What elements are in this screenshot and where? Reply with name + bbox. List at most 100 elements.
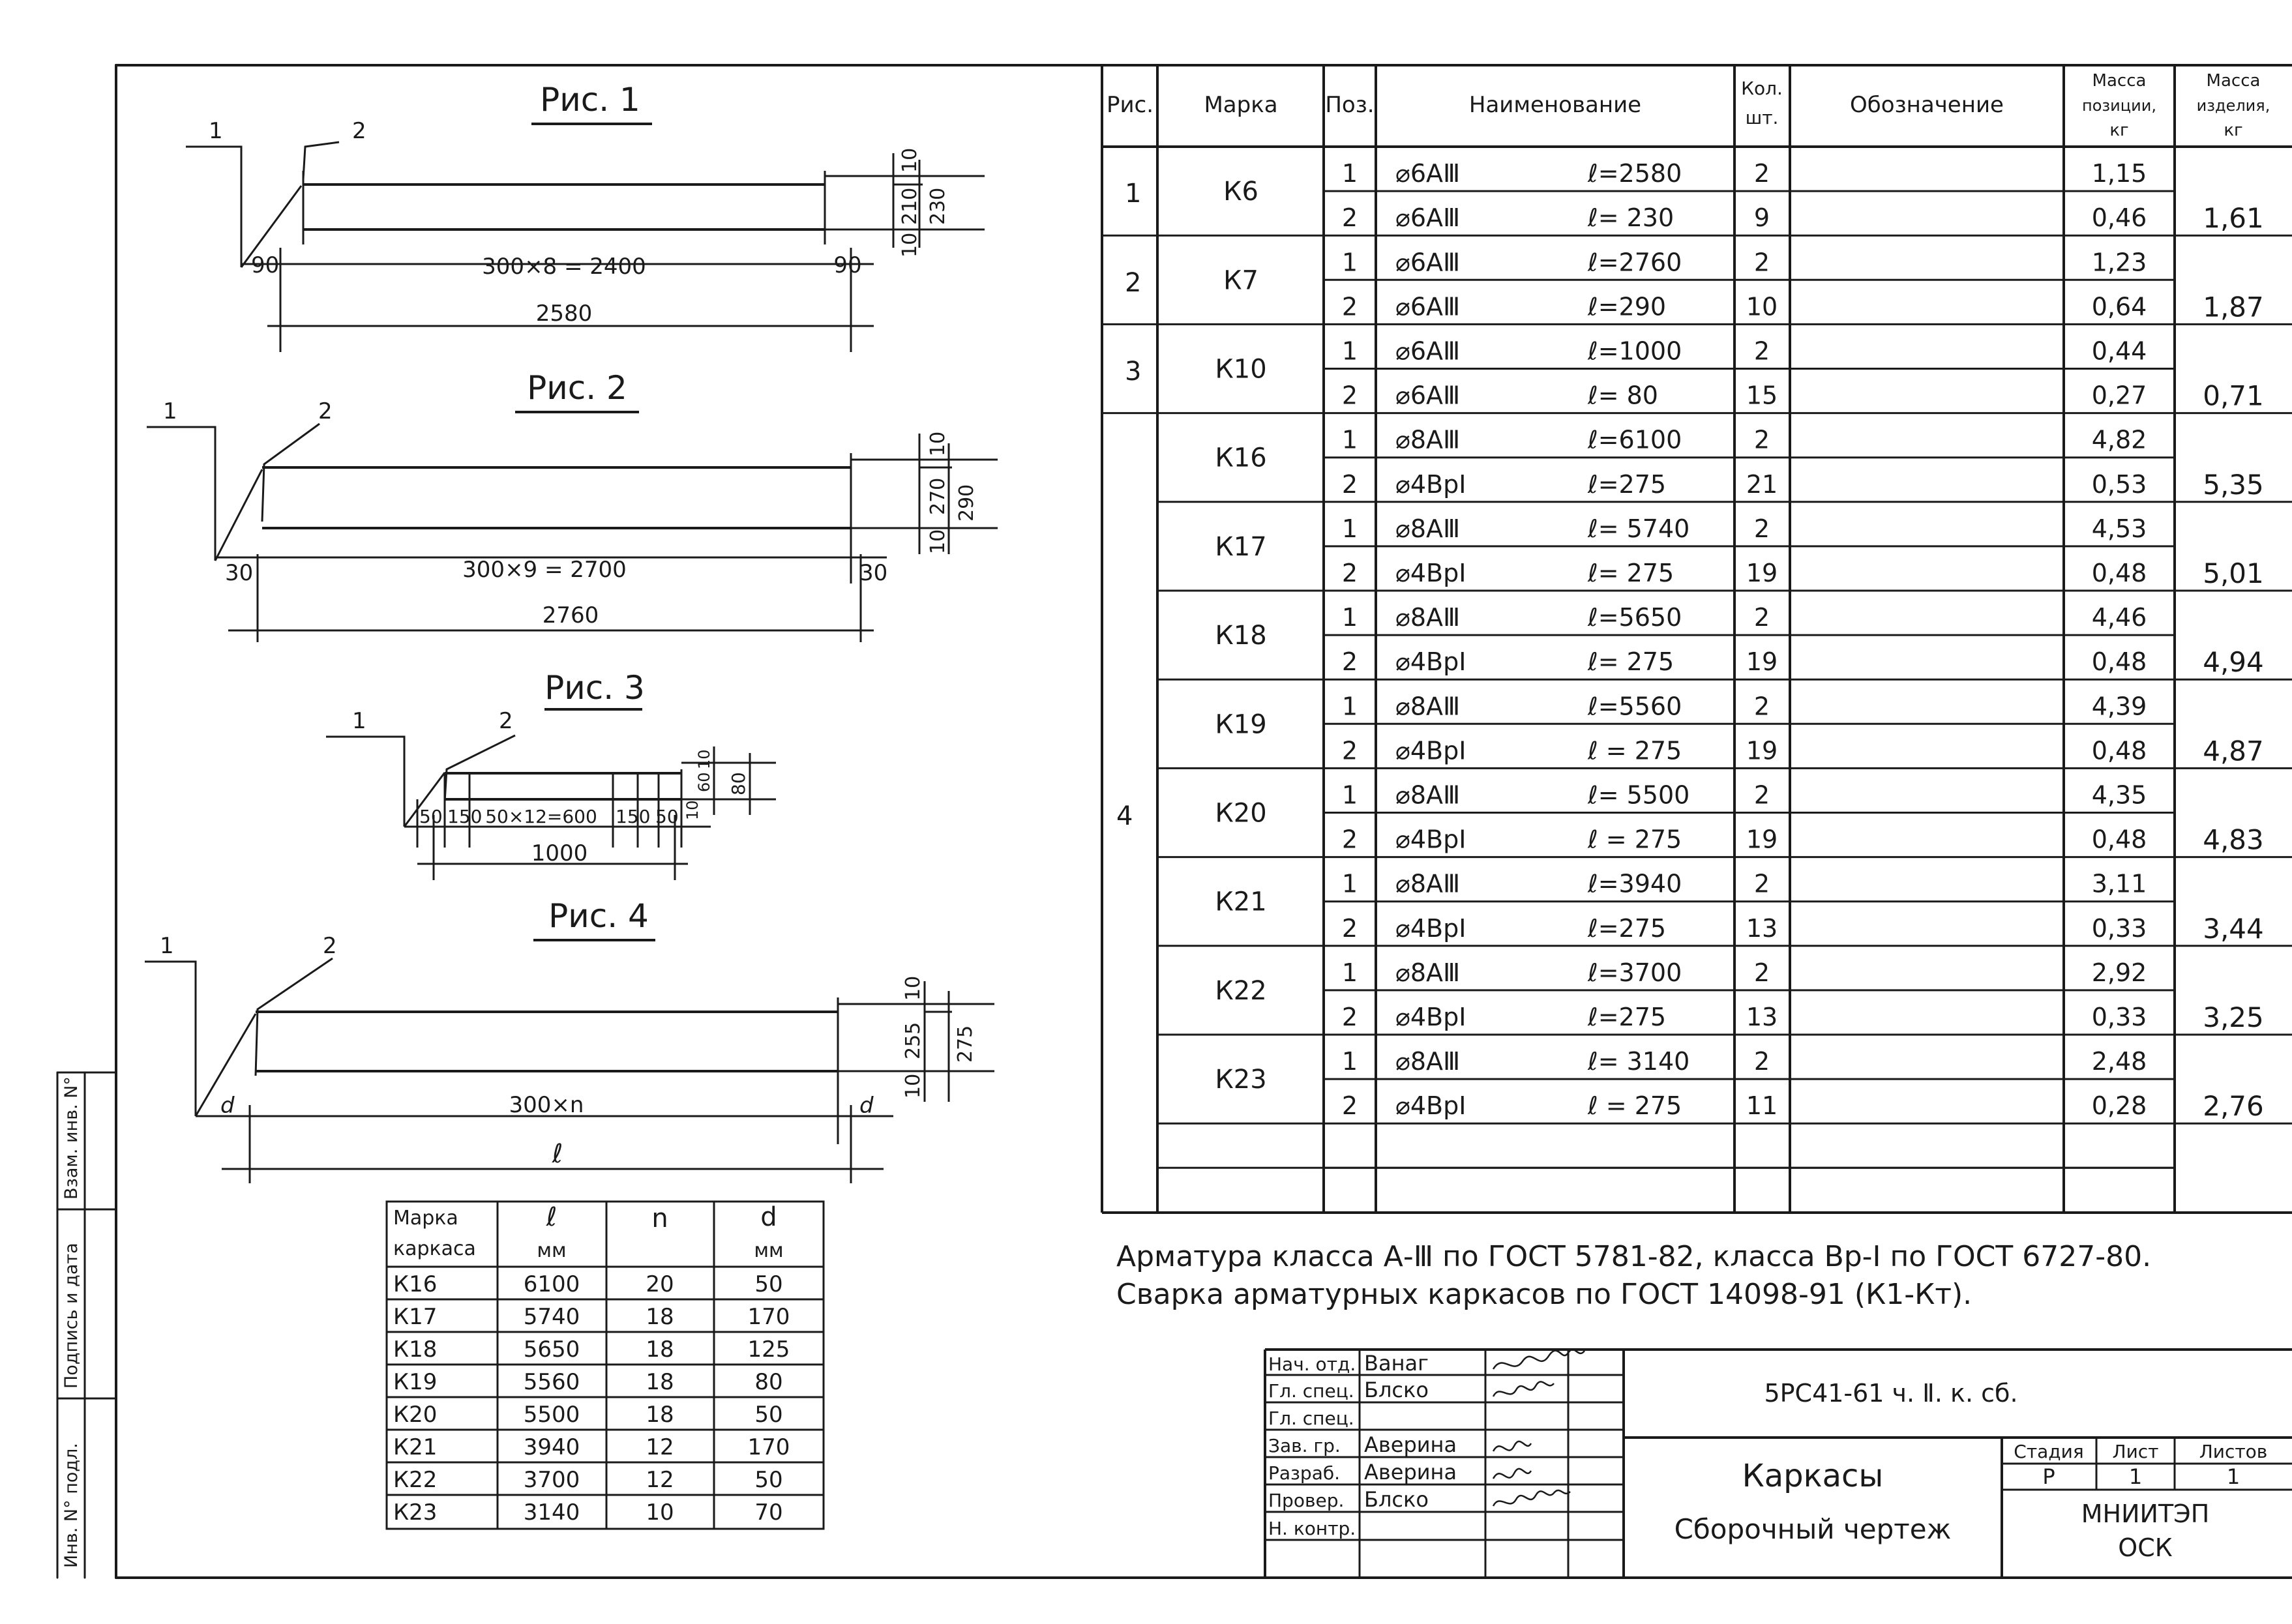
leader-1-label: 1	[163, 398, 177, 424]
fig-label-2: 2	[1125, 268, 1141, 298]
cell-bar: ⌀4ВрⅠ	[1395, 825, 1466, 854]
cell-item-mass: 4,94	[2203, 646, 2264, 678]
header-fig: Рис.	[1107, 92, 1153, 118]
cell-length: ℓ= 80	[1587, 381, 1658, 410]
role-7: Н. контр.	[1268, 1518, 1356, 1539]
cell-bar: ⌀4ВрⅠ	[1395, 647, 1466, 676]
header-mass-item-2: изделия,	[2197, 96, 2270, 115]
dim-v2: 270	[927, 478, 949, 515]
cell-length: ℓ=6100	[1587, 426, 1682, 454]
dim-total: 2760	[543, 602, 599, 628]
cell-length: ℓ= 275	[1587, 559, 1674, 587]
cell-length: ℓ = 275	[1587, 736, 1682, 765]
header-d-unit: мм	[754, 1239, 783, 1262]
cell-pos: 2	[1342, 914, 1358, 943]
cell-pos: 2	[1342, 292, 1358, 321]
cell-mark: К17	[1215, 532, 1266, 562]
leader-1-label: 1	[352, 708, 366, 734]
cell-mass: 0,48	[2092, 825, 2147, 854]
cell-d: 50	[754, 1402, 782, 1428]
figure-title: Рис. 2	[527, 369, 627, 407]
figure-title: Рис. 1	[540, 81, 640, 119]
organization: МНИИТЭП	[2081, 1499, 2210, 1528]
cell-pos: 1	[1342, 426, 1358, 454]
figure-2: Рис. 2 1 2 30 300×9 = 2700 30 2760	[147, 369, 998, 642]
cell-pos: 2	[1342, 1091, 1358, 1120]
cell-bar: ⌀4ВрⅠ	[1395, 736, 1466, 765]
cell-item-mass: 3,25	[2203, 1001, 2264, 1033]
cell-bar: ⌀8АⅢ	[1395, 603, 1460, 632]
dim-v3: 10	[902, 1074, 925, 1099]
cell-mass: 4,46	[2092, 603, 2147, 632]
cell-d: 50	[754, 1271, 782, 1297]
dim-left: 90	[251, 252, 279, 278]
cell-mark: К18	[1215, 621, 1266, 651]
role-3: Гл. спец.	[1268, 1408, 1354, 1429]
cell-item-mass: 3,44	[2203, 913, 2264, 945]
cell-pos: 1	[1342, 603, 1358, 632]
dim-v3: 10	[899, 233, 921, 258]
stage-value: Р	[2042, 1464, 2055, 1489]
cell-length: 5500	[524, 1402, 580, 1428]
header-mass-item-3: кг	[2224, 121, 2242, 140]
signature-4	[1492, 1468, 1532, 1479]
cell-qty: 13	[1746, 914, 1778, 943]
dim-d4: 150	[616, 806, 650, 827]
cell-mass: 1,15	[2092, 159, 2147, 188]
cell-bar: ⌀8АⅢ	[1395, 514, 1460, 543]
figure-1: Рис. 1 1 2 90 300×8 = 2400 90	[186, 81, 985, 352]
header-pos: Поз.	[1325, 92, 1374, 118]
dim-v-total: 290	[955, 484, 978, 522]
name-5: Аверина	[1364, 1460, 1457, 1484]
cell-length: ℓ=1000	[1587, 337, 1682, 366]
cell-pos: 2	[1342, 470, 1358, 499]
cell-length: 3140	[524, 1499, 580, 1526]
stamp-vzam-inv: Взам. инв. N°	[61, 1076, 82, 1200]
stamp-inv-podl: Инв. N° подл.	[61, 1443, 82, 1568]
cell-n: 12	[646, 1467, 674, 1493]
header-qty: Кол.	[1741, 78, 1783, 99]
cell-mass: 0,64	[2092, 292, 2147, 321]
fig-label-3: 3	[1125, 357, 1141, 387]
cell-mass: 4,39	[2092, 692, 2147, 720]
header-designation: Обозначение	[1850, 92, 2004, 118]
cell-bar: ⌀8АⅢ	[1395, 870, 1460, 898]
cell-d: 70	[754, 1499, 782, 1526]
cell-mass: 0,53	[2092, 470, 2147, 499]
cell-bar: ⌀8АⅢ	[1395, 781, 1460, 810]
header-mark: Марка	[393, 1207, 458, 1230]
dim-v3: 10	[683, 800, 702, 820]
dim-v2: 210	[899, 188, 921, 225]
cell-qty: 2	[1754, 159, 1770, 188]
cell-pos: 2	[1342, 647, 1358, 676]
cell-bar: ⌀4ВрⅠ	[1395, 914, 1466, 943]
header-mass-item: Масса	[2207, 71, 2261, 91]
cell-length: ℓ= 5740	[1587, 514, 1689, 543]
cell-mass: 4,35	[2092, 781, 2147, 810]
cell-length: ℓ=3940	[1587, 870, 1682, 898]
dim-total: 2580	[536, 301, 593, 327]
cell-qty: 2	[1754, 1047, 1770, 1076]
cell-bar: ⌀4ВрⅠ	[1395, 1091, 1466, 1120]
dim-d2: 150	[447, 806, 482, 827]
drawing-title: Каркасы	[1742, 1458, 1884, 1494]
cell-qty: 10	[1746, 292, 1778, 321]
sheets-value: 1	[2227, 1464, 2240, 1489]
cell-item-mass: 1,61	[2203, 202, 2264, 234]
cell-item-mass: 4,83	[2203, 824, 2264, 856]
header-qty-2: шт.	[1746, 107, 1779, 128]
cell-mark: К18	[393, 1336, 437, 1363]
cell-item-mass: 5,01	[2203, 557, 2264, 589]
cell-bar: ⌀6АⅢ	[1395, 337, 1460, 366]
